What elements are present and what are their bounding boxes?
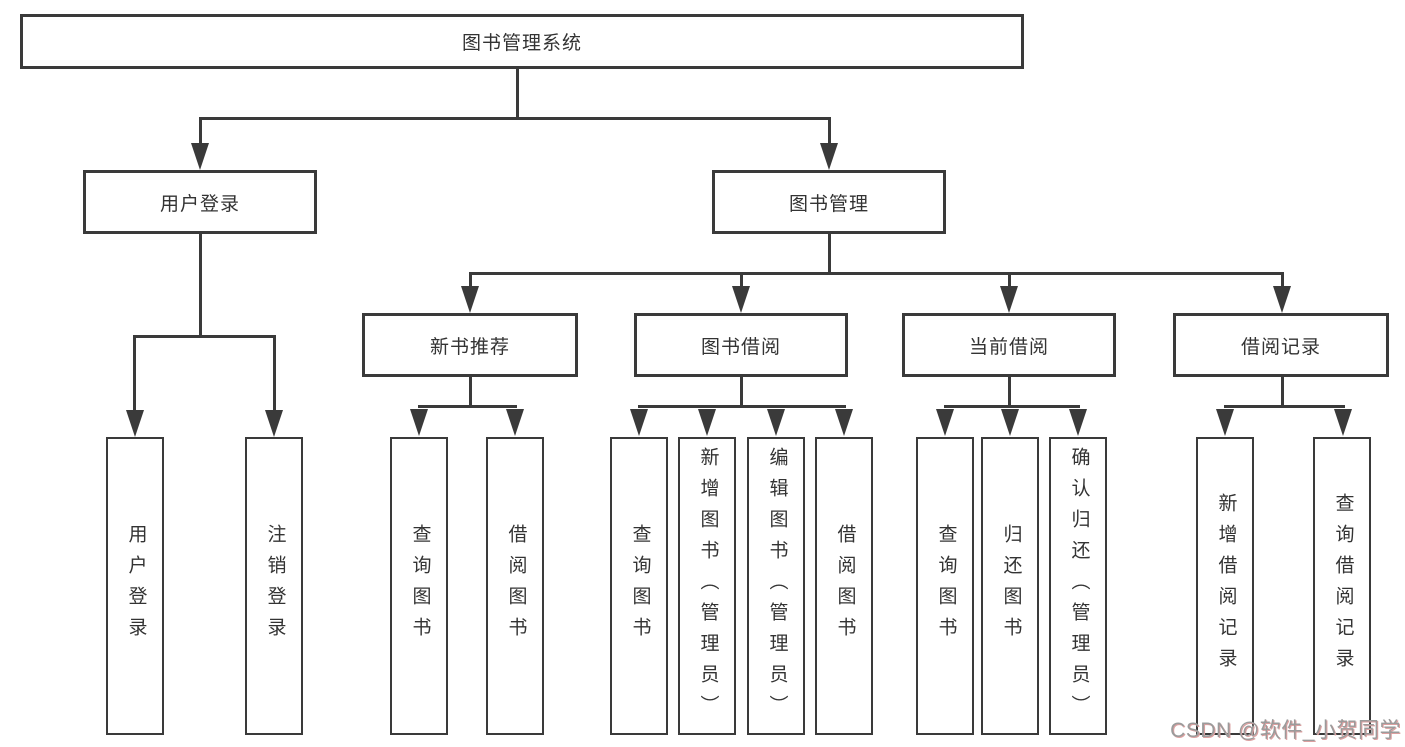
leaf-current-return-book-label: 归还图书 xyxy=(1000,524,1022,648)
arrowhead xyxy=(698,409,716,436)
leaf-borrow-edit-book-admin: 编辑图书（管理员） xyxy=(747,437,805,735)
leaf-user-login: 用户登录 xyxy=(106,437,164,735)
node-new-book-recommend-label: 新书推荐 xyxy=(429,336,510,358)
connector-user-login-horizontal xyxy=(133,335,276,338)
arrowhead xyxy=(506,409,524,436)
arrowhead xyxy=(410,409,428,436)
node-book-borrow: 图书借阅 xyxy=(634,313,848,377)
connector-book-management-drop xyxy=(828,234,831,275)
connector-current-borrow-drop xyxy=(1008,377,1011,408)
node-new-book-recommend: 新书推荐 xyxy=(362,313,578,377)
connector-drop-current-borrow xyxy=(1008,272,1011,290)
connector-drop-leaf-logout xyxy=(273,335,276,413)
leaf-current-query-book: 查询图书 xyxy=(916,437,974,735)
leaf-borrow-query-book: 查询图书 xyxy=(610,437,668,735)
node-root: 图书管理系统 xyxy=(20,14,1024,69)
arrowhead xyxy=(732,286,750,313)
node-user-login-label: 用户登录 xyxy=(159,193,240,215)
connector-drop-borrow-record xyxy=(1281,272,1284,290)
leaf-record-add: 新增借阅记录 xyxy=(1196,437,1254,735)
connector-root-horizontal xyxy=(199,117,831,120)
leaf-newbook-query-book-label: 查询图书 xyxy=(409,524,431,648)
connector-book-borrow-drop xyxy=(740,377,743,408)
leaf-borrow-edit-book-admin-label: 编辑图书（管理员） xyxy=(766,446,788,726)
leaf-borrow-add-book-admin-label: 新增图书（管理员） xyxy=(697,446,719,726)
connector-level3-horizontal xyxy=(469,272,1283,275)
leaf-logout: 注销登录 xyxy=(245,437,303,735)
connector-root-drop xyxy=(516,69,519,119)
node-root-label: 图书管理系统 xyxy=(461,33,582,54)
leaf-borrow-query-book-label: 查询图书 xyxy=(629,524,651,648)
node-book-management-label: 图书管理 xyxy=(788,193,869,215)
connector-current-borrow-horizontal xyxy=(944,405,1080,408)
connector-drop-book-management xyxy=(828,117,831,147)
arrowhead xyxy=(191,143,209,170)
connector-new-book-horizontal xyxy=(418,405,517,408)
arrowhead xyxy=(1273,286,1291,313)
connector-borrow-record-drop xyxy=(1281,377,1284,408)
leaf-newbook-borrow-book: 借阅图书 xyxy=(486,437,544,735)
arrowhead xyxy=(936,409,954,436)
node-user-login: 用户登录 xyxy=(83,170,317,234)
leaf-current-return-book: 归还图书 xyxy=(981,437,1039,735)
arrowhead xyxy=(1216,409,1234,436)
connector-drop-book-borrow xyxy=(740,272,743,290)
connector-drop-leaf-user-login xyxy=(133,335,136,413)
node-book-management: 图书管理 xyxy=(712,170,946,234)
leaf-borrow-borrow-book: 借阅图书 xyxy=(815,437,873,735)
connector-drop-user-login xyxy=(199,117,202,147)
leaf-current-confirm-return-admin-label: 确认归还（管理员） xyxy=(1068,446,1090,726)
node-current-borrow: 当前借阅 xyxy=(902,313,1116,377)
arrowhead xyxy=(767,409,785,436)
arrowhead xyxy=(1001,409,1019,436)
arrowhead xyxy=(630,409,648,436)
leaf-borrow-borrow-book-label: 借阅图书 xyxy=(834,524,856,648)
leaf-user-login-label: 用户登录 xyxy=(125,524,147,648)
leaf-newbook-borrow-book-label: 借阅图书 xyxy=(505,524,527,648)
leaf-borrow-add-book-admin: 新增图书（管理员） xyxy=(678,437,736,735)
leaf-newbook-query-book: 查询图书 xyxy=(390,437,448,735)
arrowhead xyxy=(835,409,853,436)
arrowhead xyxy=(265,410,283,437)
connector-book-borrow-horizontal xyxy=(638,405,846,408)
node-book-borrow-label: 图书借阅 xyxy=(700,336,781,358)
arrowhead xyxy=(1069,409,1087,436)
leaf-current-query-book-label: 查询图书 xyxy=(935,524,957,648)
leaf-record-query-label: 查询借阅记录 xyxy=(1332,493,1354,679)
node-borrow-record-label: 借阅记录 xyxy=(1240,336,1321,358)
leaf-logout-label: 注销登录 xyxy=(264,524,286,648)
arrowhead xyxy=(1000,286,1018,313)
arrowhead xyxy=(461,286,479,313)
arrowhead xyxy=(820,143,838,170)
node-current-borrow-label: 当前借阅 xyxy=(968,336,1049,358)
connector-user-login-drop xyxy=(199,234,202,338)
leaf-record-add-label: 新增借阅记录 xyxy=(1215,493,1237,679)
connector-drop-new-book xyxy=(469,272,472,290)
csdn-watermark: CSDN @软件_小贺同学 xyxy=(1170,719,1401,742)
leaf-record-query: 查询借阅记录 xyxy=(1313,437,1371,735)
connector-borrow-record-horizontal xyxy=(1224,405,1345,408)
node-borrow-record: 借阅记录 xyxy=(1173,313,1389,377)
connector-new-book-drop xyxy=(469,377,472,408)
arrowhead xyxy=(126,410,144,437)
arrowhead xyxy=(1334,409,1352,436)
leaf-current-confirm-return-admin: 确认归还（管理员） xyxy=(1049,437,1107,735)
